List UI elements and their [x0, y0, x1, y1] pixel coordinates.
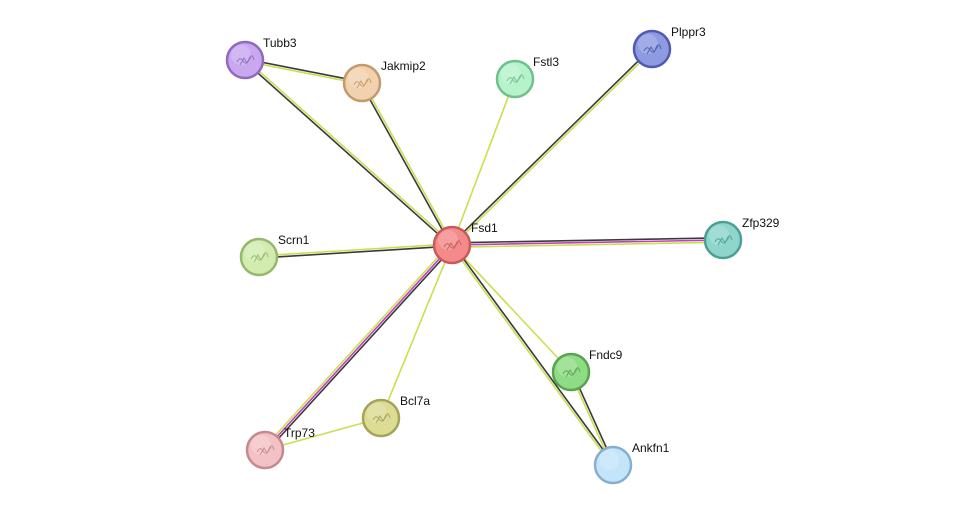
- node-label: Trp73: [284, 426, 315, 440]
- node-label: Fstl3: [533, 55, 559, 69]
- edge-evidence-line: [451, 78, 516, 246]
- node-label: Bcl7a: [400, 394, 430, 408]
- node-highlight: [709, 225, 729, 245]
- edge-evidence-line: [452, 243, 615, 465]
- protein-structure-icon: [562, 367, 581, 378]
- node-fsd1[interactable]: Fsd1: [432, 221, 498, 265]
- edge-evidence-line: [243, 60, 452, 247]
- edge-evidence-line: [451, 244, 572, 373]
- node-label: Tubb3: [263, 36, 297, 50]
- edge-fsd1-tubb3[interactable]: [243, 58, 454, 247]
- node-label: Scrn1: [278, 233, 310, 247]
- node-bcl7a[interactable]: Bcl7a: [361, 394, 430, 438]
- protein-structure-icon: [443, 240, 462, 251]
- edge-fsd1-bcl7a[interactable]: [380, 244, 453, 419]
- edge-fsd1-fndc9[interactable]: [451, 244, 572, 373]
- node-scrn1[interactable]: Scrn1: [239, 233, 310, 277]
- protein-structure-icon: [372, 413, 391, 424]
- edge-evidence-line: [451, 239, 724, 246]
- node-highlight: [438, 230, 458, 250]
- edge-evidence-line: [259, 245, 453, 259]
- node-circle: [593, 445, 633, 485]
- edge-evidence-line: [450, 47, 652, 245]
- edge-fsd1-jakmip2[interactable]: [360, 82, 454, 246]
- edge-evidence-line: [362, 82, 454, 245]
- edge-fsd1-zfp329[interactable]: [451, 237, 724, 248]
- node-label: Plppr3: [671, 25, 706, 39]
- node-label: Ankfn1: [632, 441, 670, 455]
- edge-tubb3-jakmip2[interactable]: [244, 58, 363, 85]
- edge-fsd1-scrn1[interactable]: [258, 243, 453, 259]
- node-highlight: [599, 450, 619, 470]
- edge-evidence-line: [452, 49, 654, 247]
- protein-structure-icon: [250, 252, 269, 263]
- node-label: Zfp329: [742, 216, 780, 230]
- node-trp73[interactable]: Trp73: [245, 426, 315, 470]
- edge-fsd1-plppr3[interactable]: [450, 47, 654, 247]
- edge-evidence-line: [264, 244, 453, 451]
- node-ankfn1[interactable]: Ankfn1: [593, 441, 670, 485]
- edge-evidence-line: [452, 241, 724, 248]
- edge-evidence-line: [264, 417, 382, 451]
- node-label: Jakmip2: [381, 59, 426, 73]
- edges-layer: [243, 47, 724, 467]
- node-highlight: [231, 45, 251, 65]
- edge-fsd1-fstl3[interactable]: [451, 78, 516, 246]
- protein-structure-icon: [236, 55, 255, 66]
- edge-evidence-line: [360, 83, 452, 246]
- protein-structure-icon: [353, 78, 372, 89]
- edge-evidence-line: [450, 245, 613, 467]
- edge-evidence-line: [244, 60, 362, 85]
- node-highlight: [251, 435, 271, 455]
- node-highlight: [245, 242, 265, 262]
- node-label: Fsd1: [471, 221, 498, 235]
- edge-evidence-line: [262, 242, 451, 450]
- node-fstl3[interactable]: Fstl3: [495, 55, 559, 99]
- edge-evidence-line: [245, 58, 363, 83]
- node-highlight: [501, 64, 521, 84]
- edge-evidence-line: [380, 244, 453, 419]
- edge-fsd1-trp73[interactable]: [262, 242, 455, 453]
- protein-structure-icon: [714, 235, 733, 246]
- edge-evidence-line: [258, 243, 452, 257]
- node-highlight: [367, 403, 387, 423]
- node-highlight: [638, 34, 658, 54]
- node-highlight: [348, 68, 368, 88]
- protein-structure-icon: [506, 74, 525, 85]
- node-jakmip2[interactable]: Jakmip2: [342, 59, 426, 103]
- node-fndc9[interactable]: Fndc9: [551, 348, 623, 392]
- node-highlight: [557, 357, 577, 377]
- protein-structure-icon: [643, 44, 662, 55]
- node-label: Fndc9: [589, 348, 623, 362]
- edge-fsd1-ankfn1[interactable]: [450, 243, 615, 467]
- edge-evidence-line: [451, 237, 723, 244]
- node-plppr3[interactable]: Plppr3: [632, 25, 706, 69]
- node-tubb3[interactable]: Tubb3: [225, 36, 297, 80]
- edge-bcl7a-trp73[interactable]: [264, 417, 382, 451]
- edge-evidence-line: [266, 245, 455, 453]
- protein-structure-icon: [256, 445, 275, 456]
- edge-evidence-line: [245, 58, 454, 245]
- node-zfp329[interactable]: Zfp329: [703, 216, 780, 260]
